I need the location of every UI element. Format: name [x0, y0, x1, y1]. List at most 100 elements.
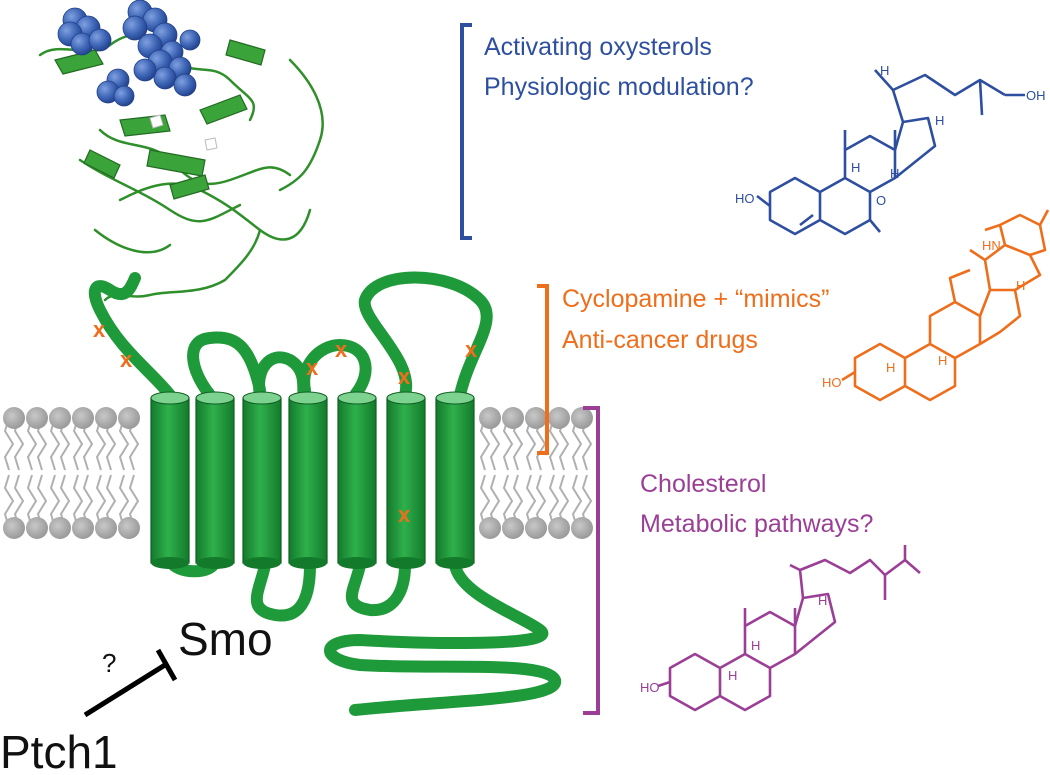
- lipid-head: [26, 517, 48, 539]
- extracellular-loops: [88, 271, 493, 401]
- helix-bottom: [196, 557, 234, 569]
- site-marker: x: [93, 317, 106, 342]
- site-marker: x: [306, 355, 319, 380]
- lipid-tail: [118, 474, 130, 529]
- cyclopamine-labels: Cyclopamine + “mimics” Anti-cancer drugs: [562, 285, 829, 354]
- site-marker: x: [398, 502, 411, 527]
- atom-h: H: [890, 166, 899, 181]
- cholesterol-subtitle: Metabolic pathways?: [640, 510, 873, 538]
- site-marker: x: [398, 364, 411, 389]
- helix-bottom: [151, 557, 189, 569]
- lipid-tail: [502, 474, 514, 529]
- cyclopamine-structure: [841, 209, 1050, 402]
- cyclopamine-subtitle: Anti-cancer drugs: [562, 326, 758, 354]
- atom-ho: HO: [735, 191, 755, 206]
- site-marker: x: [335, 337, 348, 362]
- atom-hn: HN: [982, 238, 1001, 253]
- lipid-head: [548, 517, 570, 539]
- oxysterol-atoms: H H H H OH HO O: [735, 63, 1046, 208]
- oxysterol-title: Activating oxysterols: [484, 33, 712, 61]
- atom-h: H: [818, 593, 827, 608]
- cholesterol-bracket: [583, 406, 600, 715]
- atom-h: H: [851, 160, 860, 175]
- lipid-head: [72, 407, 94, 429]
- cholesterol-atoms: H H H HO: [640, 593, 827, 695]
- atom-h: H: [751, 638, 760, 653]
- ptch1-inhibition: ? Ptch1: [0, 648, 178, 775]
- lipid-head: [49, 407, 71, 429]
- helix-top: [435, 391, 475, 405]
- helix-top: [288, 391, 328, 405]
- helix-2: [195, 397, 235, 564]
- lipid-tail: [95, 474, 107, 529]
- helix-1: [150, 397, 190, 564]
- lipid-head: [118, 517, 140, 539]
- cyclopamine-atoms: HN H H H HO: [822, 238, 1025, 390]
- oxysterol-labels: Activating oxysterols Physiologic modula…: [484, 33, 754, 101]
- lipid-tail: [571, 417, 583, 471]
- lipid-tail: [72, 417, 84, 471]
- lipid-tail: [118, 417, 130, 471]
- lipid-tail: [502, 417, 514, 471]
- cholesterol-structure: [657, 545, 921, 712]
- lipid-tail: [26, 417, 38, 471]
- atom-h: H: [880, 63, 889, 78]
- lipid-head: [502, 407, 524, 429]
- helix-top: [337, 391, 377, 405]
- helix-5: [337, 397, 377, 564]
- lipid-head: [118, 407, 140, 429]
- smo-label: Smo: [178, 613, 273, 665]
- lipid-head: [95, 407, 117, 429]
- lipid-head: [26, 407, 48, 429]
- lipid-tail: [479, 474, 491, 529]
- atom-oh: OH: [1026, 88, 1046, 103]
- helix-4: [288, 397, 328, 564]
- lipid-head: [72, 517, 94, 539]
- lipid-tail: [571, 474, 583, 529]
- lipid-tail: [95, 417, 107, 471]
- lipid-head: [502, 517, 524, 539]
- lipid-head: [571, 407, 593, 429]
- helix-bottom: [289, 557, 327, 569]
- lipid-tail: [26, 474, 38, 529]
- atom-h: H: [938, 353, 947, 368]
- helix-7: [435, 397, 475, 564]
- atom-ho: HO: [822, 375, 842, 390]
- lipid-head: [525, 407, 547, 429]
- lipid-tail: [548, 474, 560, 529]
- lipid-tail: [72, 474, 84, 529]
- lipid-tail: [3, 474, 15, 529]
- helix-bottom: [338, 557, 376, 569]
- lipid-head: [571, 517, 593, 539]
- lipid-tail: [3, 417, 15, 471]
- ptch1-label: Ptch1: [0, 726, 118, 775]
- atom-ho: HO: [640, 680, 660, 695]
- uncertain-mark: ?: [102, 648, 116, 678]
- helix-bottom: [243, 557, 281, 569]
- lipid-head: [95, 517, 117, 539]
- cholesterol-title: Cholesterol: [640, 470, 766, 498]
- oxysterol-subtitle: Physiologic modulation?: [484, 73, 754, 101]
- helix-top: [195, 391, 235, 405]
- lipid-tail: [525, 474, 537, 529]
- lipid-tail: [49, 417, 61, 471]
- cholesterol-labels: Cholesterol Metabolic pathways?: [640, 470, 873, 538]
- lipid-head: [479, 517, 501, 539]
- lipid-head: [479, 407, 501, 429]
- inhibition-bar: [155, 648, 178, 682]
- helix-3: [242, 397, 282, 564]
- helix-top: [242, 391, 282, 405]
- oxysterol-structure: [756, 69, 1025, 236]
- cyclopamine-title: Cyclopamine + “mimics”: [562, 285, 829, 313]
- inhibition-arrow: [83, 662, 167, 718]
- atom-h: H: [1016, 278, 1025, 293]
- lipid-tail: [49, 474, 61, 529]
- lipid-head: [3, 407, 25, 429]
- helix-bottom: [436, 557, 474, 569]
- helix-bottom: [387, 557, 425, 569]
- lipid-tail: [479, 417, 491, 471]
- transmembrane-helices: [150, 391, 475, 569]
- site-marker: x: [465, 337, 478, 362]
